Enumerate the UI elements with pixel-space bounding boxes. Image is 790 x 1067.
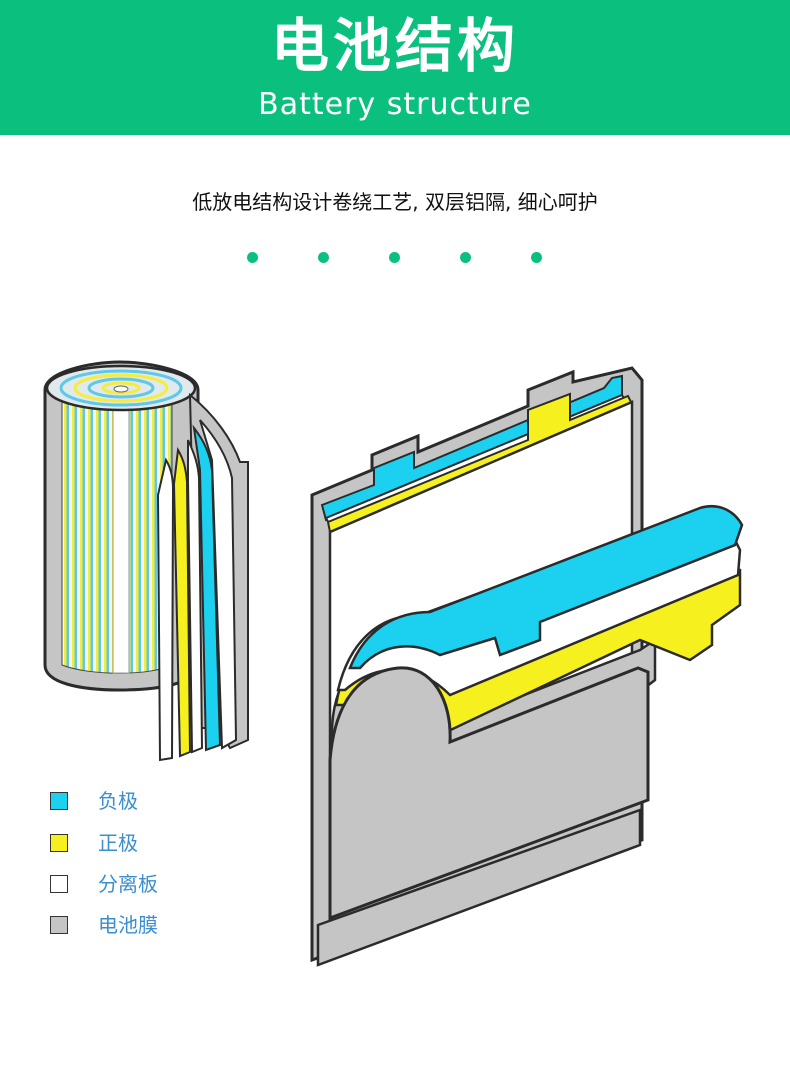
pouch-front bbox=[328, 666, 650, 921]
divider-dot bbox=[389, 252, 400, 263]
unwound-positive bbox=[172, 446, 192, 758]
pouch-seal bbox=[316, 808, 642, 967]
page-subtitle: Battery structure bbox=[258, 87, 532, 122]
pouch-cell bbox=[310, 366, 744, 967]
unwound-negative bbox=[192, 424, 222, 752]
legend-label-positive: 正极 bbox=[98, 831, 138, 855]
legend-swatch-negative bbox=[50, 792, 68, 810]
legend-swatch-separator bbox=[50, 875, 68, 893]
battery-structure-diagram bbox=[43, 360, 744, 967]
unwound-edge bbox=[156, 457, 175, 762]
legend-label-separator: 分离板 bbox=[98, 872, 158, 896]
legend-label-pouch: 电池膜 bbox=[98, 913, 158, 937]
tagline: 低放电结构设计卷绕工艺, 双层铝隔, 细心呵护 bbox=[192, 190, 598, 214]
header-banner: 电池结构 Battery structure bbox=[0, 0, 790, 135]
cylinder-core bbox=[112, 394, 130, 674]
divider-dot bbox=[247, 252, 258, 263]
cylinder-cell bbox=[43, 360, 249, 762]
unwound-separator-outer bbox=[199, 419, 238, 750]
divider-dot bbox=[318, 252, 329, 263]
divider-dot bbox=[460, 252, 471, 263]
divider-dot bbox=[531, 252, 542, 263]
legend-label-negative: 负极 bbox=[98, 789, 138, 813]
legend-swatch-pouch bbox=[50, 916, 68, 934]
page-title: 电池结构 bbox=[270, 12, 519, 80]
dot-divider bbox=[0, 252, 790, 268]
legend-swatch-positive bbox=[50, 834, 68, 852]
fold-negative bbox=[348, 505, 744, 670]
unwound-separator-inner bbox=[187, 439, 204, 754]
